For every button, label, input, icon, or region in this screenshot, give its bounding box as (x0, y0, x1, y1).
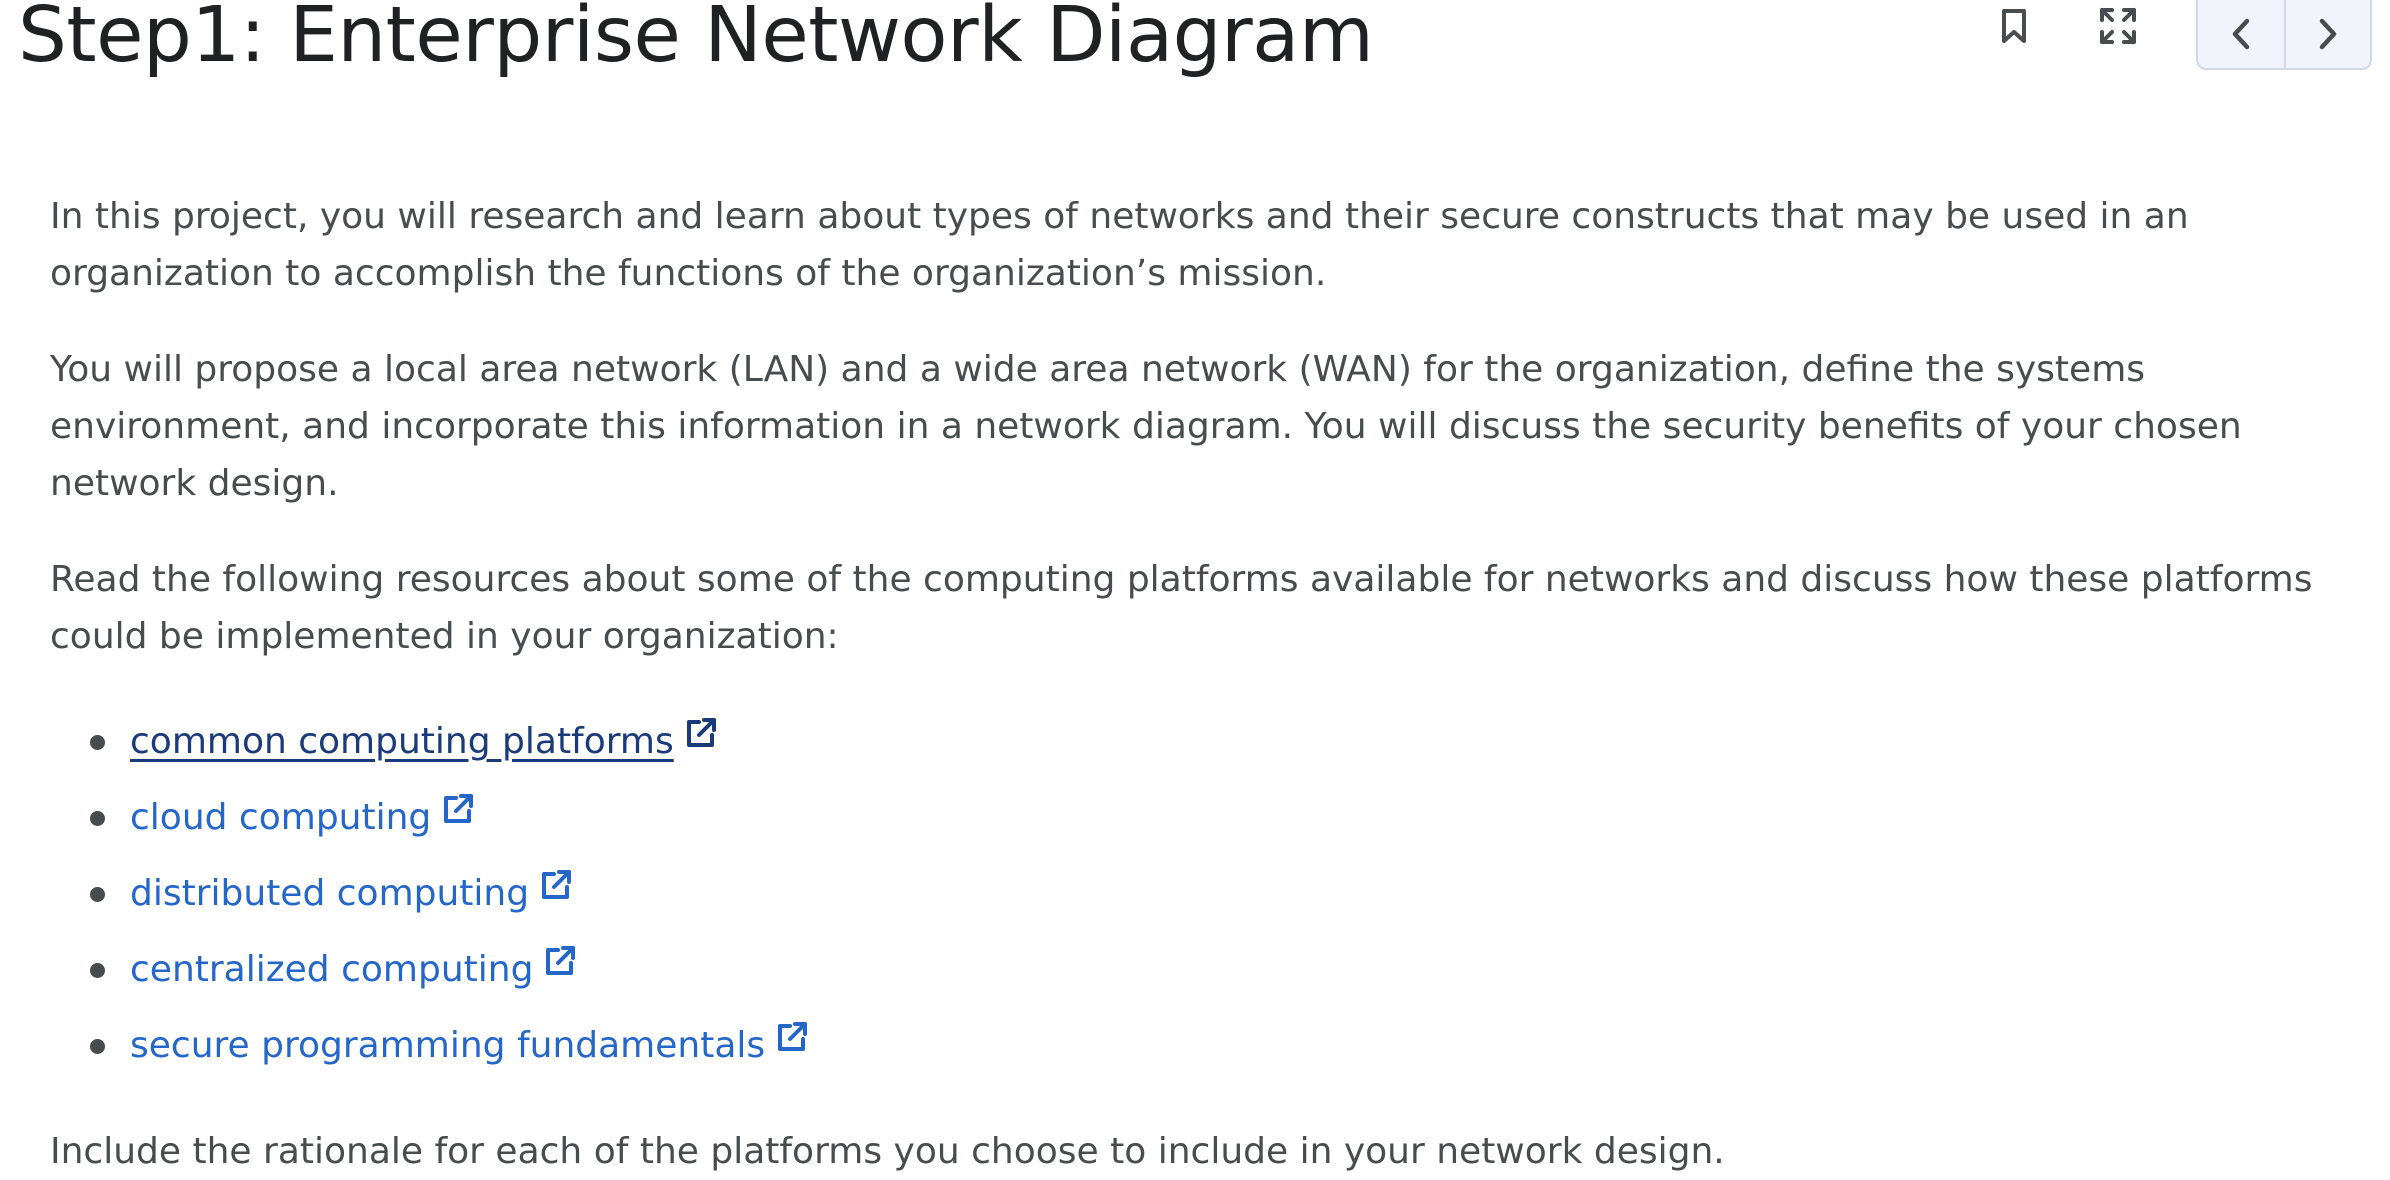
bullet (90, 735, 105, 750)
topic-navigation (2196, 0, 2372, 70)
link-label: common computing platforms (130, 721, 674, 762)
list-item: centralized computing (50, 932, 2360, 1008)
list-item: cloud computing (50, 780, 2360, 856)
external-link-icon (543, 929, 577, 1005)
link-secure-programming-fundamentals[interactable]: secure programming fundamentals (130, 1022, 809, 1066)
topic-content: In this project, you will research and l… (50, 188, 2360, 1180)
list-item: distributed computing (50, 856, 2360, 932)
resources-paragraph: Read the following resources about some … (50, 559, 2313, 657)
next-button[interactable] (2284, 0, 2370, 68)
external-link-icon (684, 701, 718, 777)
bullet (90, 1039, 105, 1054)
bullet (90, 811, 105, 826)
link-common-computing-platforms[interactable]: common computing platforms (130, 718, 718, 762)
page-title: Step1: Enterprise Network Diagram (18, 0, 1374, 80)
link-centralized-computing[interactable]: centralized computing (130, 946, 577, 990)
resource-links-list: common computing platforms cloud computi… (50, 704, 2360, 1084)
bullet (90, 963, 105, 978)
chevron-left-icon (2232, 18, 2250, 50)
intro-paragraph: In this project, you will research and l… (50, 196, 2189, 294)
link-label: centralized computing (130, 949, 534, 990)
external-link-icon (539, 853, 573, 929)
toolbar (1988, 0, 2372, 70)
proposal-paragraph: You will propose a local area network (L… (50, 349, 2242, 504)
link-label: secure programming fundamentals (130, 1025, 766, 1066)
external-link-icon (775, 1005, 809, 1081)
bullet (90, 887, 105, 902)
list-item: common computing platforms (50, 704, 2360, 780)
external-link-icon (441, 777, 475, 853)
link-label: cloud computing (130, 797, 432, 838)
list-item: secure programming fundamentals (50, 1008, 2360, 1084)
previous-button[interactable] (2198, 0, 2284, 68)
chevron-right-icon (2319, 18, 2337, 50)
link-cloud-computing[interactable]: cloud computing (130, 794, 475, 838)
closing-paragraph: Include the rationale for each of the pl… (50, 1131, 1725, 1172)
bookmark-icon[interactable] (1988, 0, 2040, 52)
expand-icon[interactable] (2092, 0, 2144, 52)
link-distributed-computing[interactable]: distributed computing (130, 870, 573, 914)
link-label: distributed computing (130, 873, 530, 914)
